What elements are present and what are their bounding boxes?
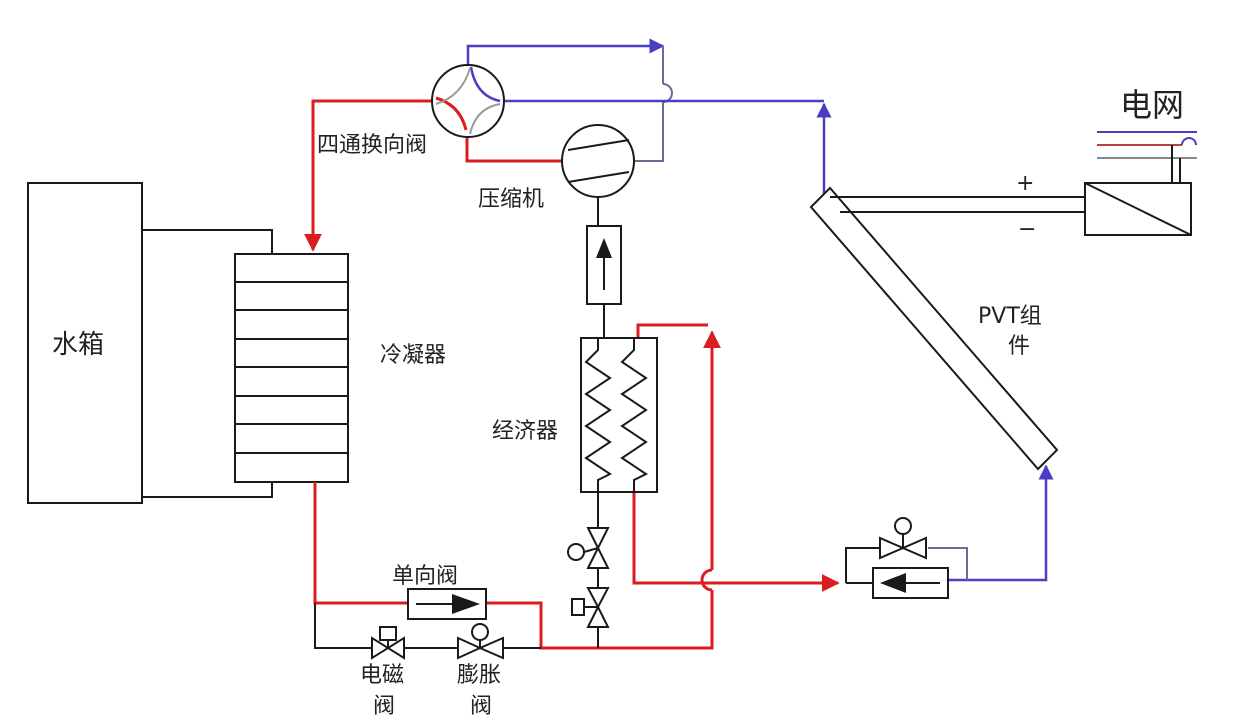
economizer-label: 经济器 — [492, 419, 558, 444]
compressor-label: 压缩机 — [478, 187, 544, 212]
condenser-label: 冷凝器 — [380, 343, 446, 368]
bypass-lines — [314, 492, 599, 649]
solenoid-valve-label-line2: 阀 — [373, 694, 395, 719]
negative-terminal-label: − — [1018, 217, 1036, 242]
pvt-inlet-valve-group — [845, 517, 949, 599]
expansion-valve-label-line2: 阀 — [470, 694, 492, 719]
cold-refrigerant-lines — [466, 38, 1054, 582]
water-tank-label: 水箱 — [52, 330, 104, 360]
pvt-module — [809, 186, 1085, 471]
check-valve — [407, 588, 487, 620]
expansion-valve — [457, 623, 504, 660]
pvt-label-line1: PVT组 — [978, 304, 1042, 329]
expansion-valve-label-line1: 膨胀 — [457, 663, 501, 688]
positive-terminal-label: + — [1016, 171, 1034, 196]
economizer-solenoid-valve — [567, 527, 610, 569]
suction-check-valve — [586, 225, 622, 338]
check-valve-label: 单向阀 — [392, 564, 458, 589]
four-way-valve — [431, 64, 505, 138]
compressor — [561, 124, 635, 226]
economizer — [580, 337, 658, 493]
four-way-valve-label: 四通换向阀 — [317, 133, 427, 158]
economizer-expansion-valve — [571, 568, 610, 628]
solenoid-valve — [371, 626, 405, 660]
inverter — [1084, 182, 1192, 236]
grid-label: 电网 — [1120, 86, 1184, 124]
grid-connection — [1097, 131, 1197, 183]
condenser — [234, 253, 349, 483]
pvt-label-line2: 件 — [1008, 334, 1030, 359]
water-tank — [27, 182, 273, 504]
solenoid-valve-label-line1: 电磁 — [360, 663, 404, 688]
